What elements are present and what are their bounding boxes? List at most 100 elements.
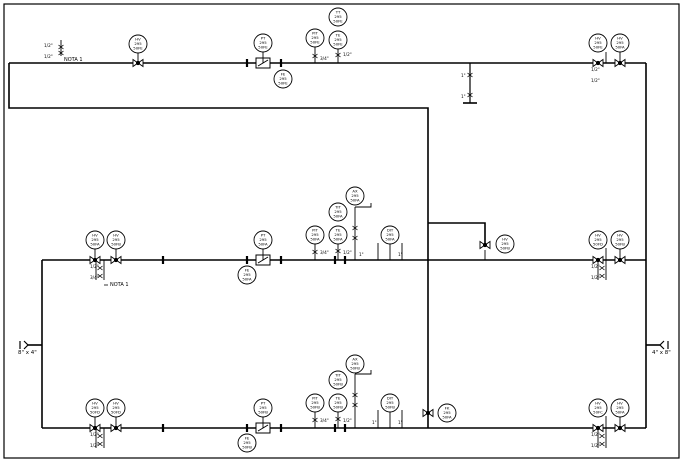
size-label: 1" — [398, 420, 403, 425]
size-label: 1/2" — [44, 43, 53, 48]
instrument-tag-line: 50FB — [350, 366, 360, 371]
instrument-tag-line: 295 — [334, 232, 342, 237]
instrument-tag-line: 50FA — [258, 242, 268, 247]
instrument-tag-line: 50FA — [242, 277, 252, 282]
instrument-tag-line: PIT — [312, 31, 318, 36]
tap-valve — [599, 265, 605, 271]
tap-valve — [312, 417, 318, 423]
instrument-tag-line: PT — [261, 36, 266, 41]
instrument-tag-line: HV — [92, 233, 98, 238]
instrument-tag-line: 295 — [594, 405, 602, 410]
reducer-left-label: 8" x 4" — [18, 350, 37, 356]
instrument-tag-line: 50FA — [90, 242, 100, 247]
tap-valve — [312, 249, 318, 255]
valves — [89, 58, 626, 433]
instrument-tag-line: 295 — [259, 237, 267, 242]
size-label: 1/2" — [591, 443, 600, 448]
size-label: 1/2" — [591, 78, 600, 83]
size-label: 1/2" — [90, 432, 99, 437]
instrument-tag-line: HV — [92, 401, 98, 406]
instrument-tag-line: TE — [335, 396, 341, 401]
process-lines — [8, 62, 660, 429]
instrument-tag-line: HV — [595, 233, 601, 238]
size-label: 1" — [461, 73, 466, 78]
instrument-tag-line: 295 — [594, 40, 602, 45]
instrument-tag-line: 295 — [311, 35, 319, 40]
size-label: 1/2" — [591, 275, 600, 280]
gate-valve — [479, 240, 491, 250]
instrument-tag-line: AX — [352, 357, 358, 362]
instrument-tag-line: 50FB — [615, 242, 625, 247]
instrument-tag-line: 50FB — [310, 405, 320, 410]
instrument-tag-line: HV — [595, 401, 601, 406]
tap-valve — [97, 273, 103, 279]
tap-valve — [352, 392, 358, 398]
instrument-tag-line: 50FB — [258, 410, 268, 415]
instrument-tag-line: TE — [335, 228, 341, 233]
reducers — [19, 340, 669, 350]
instrument-tag-line: TE — [335, 33, 341, 38]
instrument-tag-line: HV — [502, 237, 508, 242]
size-label: 1/2" — [591, 264, 600, 269]
instrument-tag-line: FK — [445, 406, 450, 411]
tap-valve — [97, 441, 103, 447]
instrument-tag-line: 50FE — [310, 40, 320, 45]
flanges — [161, 59, 347, 432]
instrument-tag-line: PT — [261, 233, 266, 238]
instrument-tag-line: 50FA — [333, 237, 343, 242]
size-label: 1/2" — [591, 432, 600, 437]
instrument-tag-line: 50FE — [258, 45, 268, 50]
size-label: 1/2" — [44, 54, 53, 59]
size-label: 1/2" — [343, 52, 352, 57]
instrument-tag-line: 295 — [386, 400, 394, 405]
instrument-tag-line: DIT — [387, 396, 394, 401]
size-label: 3/4" — [320, 250, 329, 255]
instrument-tag-line: 295 — [334, 400, 342, 405]
tap-valves — [58, 44, 605, 447]
instrument-bubbles: HV29550FEPT29550FEFE29550FEPIT29550FETE2… — [85, 7, 630, 453]
instrument-tag-line: 50FA — [385, 237, 395, 242]
tap-valve — [599, 441, 605, 447]
tap-valve — [97, 433, 103, 439]
tap-valve — [58, 50, 64, 56]
instrument-tag-line: 50FA — [615, 45, 625, 50]
size-label: 1" — [359, 252, 364, 257]
size-label: 1/2" — [591, 67, 600, 72]
instrument-tag-line: DIT — [387, 228, 394, 233]
instrument-tag-line: 295 — [279, 76, 287, 81]
instrument-tag-line: 295 — [616, 237, 624, 242]
size-label: 1/2" — [90, 264, 99, 269]
note-middle: NOTA 1 — [110, 282, 129, 288]
instrument-tag-line: FE — [245, 268, 250, 273]
instrument-tag-line: 295 — [594, 237, 602, 242]
instrument-tag-line: HV — [617, 36, 623, 41]
instrument-tag-line: 50FE — [133, 46, 143, 51]
instrument-tag-line: 50FA — [615, 410, 625, 415]
tap-valve — [352, 235, 358, 241]
size-label: 1/2" — [90, 443, 99, 448]
size-label: 3/4" — [90, 275, 99, 280]
instrument-tag-line: HV — [595, 36, 601, 41]
reducer-right-shape — [659, 340, 665, 350]
size-label: 1/2" — [343, 418, 352, 423]
instrument-tag-line: 295 — [616, 40, 624, 45]
instrument-tag-line: 50FE — [593, 45, 603, 50]
